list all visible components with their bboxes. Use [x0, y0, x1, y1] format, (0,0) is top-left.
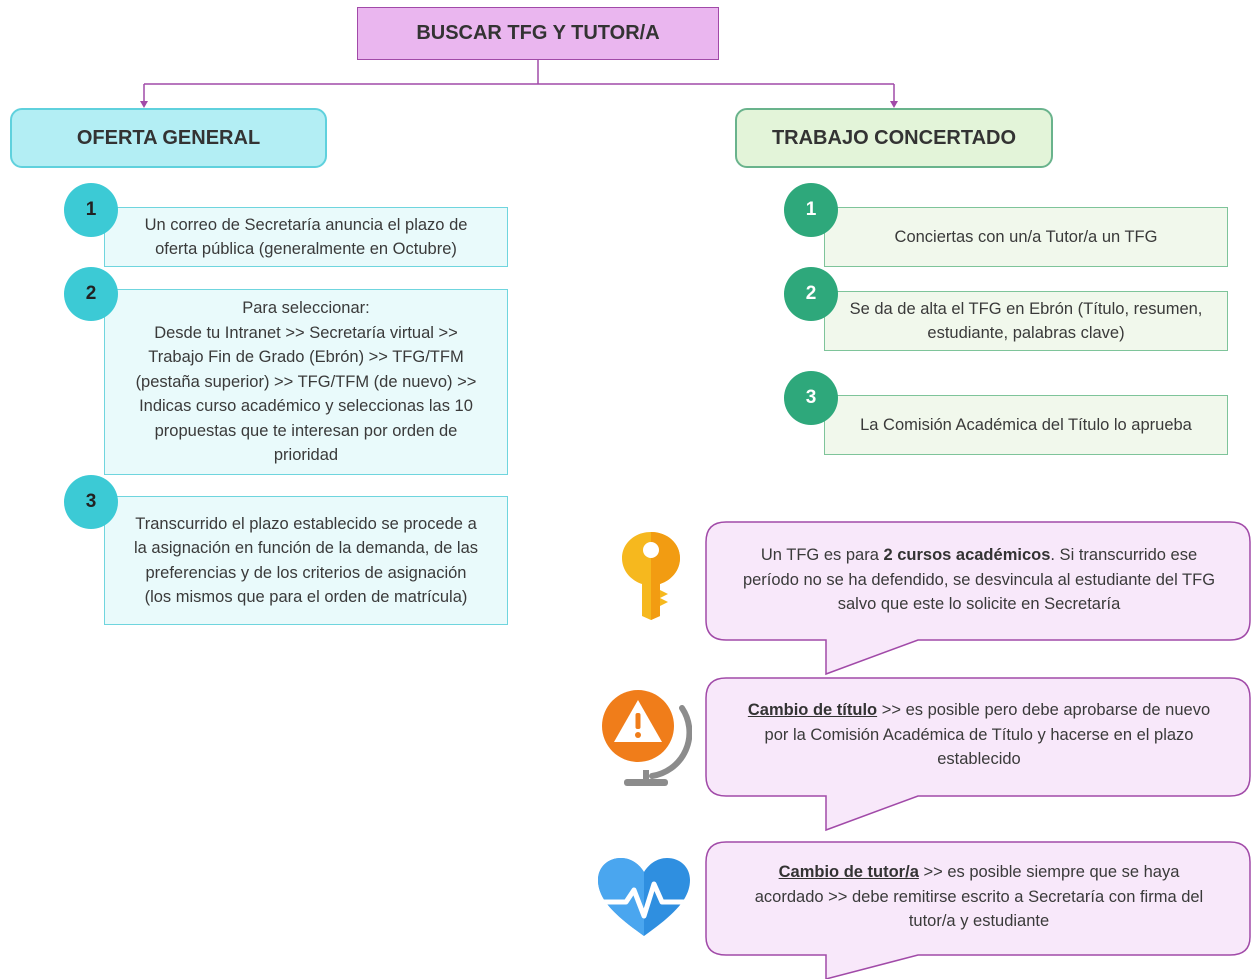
heart-pulse-icon — [598, 858, 690, 936]
left-step-1-number: 1 — [64, 183, 118, 237]
heading-oferta-general: OFERTA GENERAL — [10, 108, 327, 168]
left-step-2: Para seleccionar: Desde tu Intranet >> S… — [104, 289, 508, 475]
left-step-2-number: 2 — [64, 267, 118, 321]
note-1-text: Un TFG es para 2 cursos académicos. Si t… — [742, 546, 1216, 613]
left-step-3: Transcurrido el plazo establecido se pro… — [104, 496, 508, 625]
right-step-2-number: 2 — [784, 267, 838, 321]
heading-trabajo-concertado: TRABAJO CONCERTADO — [735, 108, 1053, 168]
note-bubble-2 — [705, 677, 1251, 832]
right-step-3: La Comisión Académica del Título lo apru… — [824, 395, 1228, 455]
left-step-1: Un correo de Secretaría anuncia el plazo… — [104, 207, 508, 267]
note-3-text: Cambio de tutor/a >> es posible siempre … — [754, 863, 1204, 930]
note-2-text: Cambio de título >> es posible pero debe… — [747, 701, 1211, 768]
note-bubble-3 — [705, 841, 1251, 979]
note-bubble-1 — [705, 521, 1251, 676]
globe-warning-icon — [602, 690, 692, 786]
right-step-1-number: 1 — [784, 183, 838, 237]
right-step-2: Se da de alta el TFG en Ebrón (Título, r… — [824, 291, 1228, 351]
right-step-1: Conciertas con un/a Tutor/a un TFG — [824, 207, 1228, 267]
left-step-3-number: 3 — [64, 475, 118, 529]
right-step-3-number: 3 — [784, 371, 838, 425]
diagram-title: BUSCAR TFG Y TUTOR/A — [357, 7, 719, 60]
key-icon — [622, 532, 680, 620]
